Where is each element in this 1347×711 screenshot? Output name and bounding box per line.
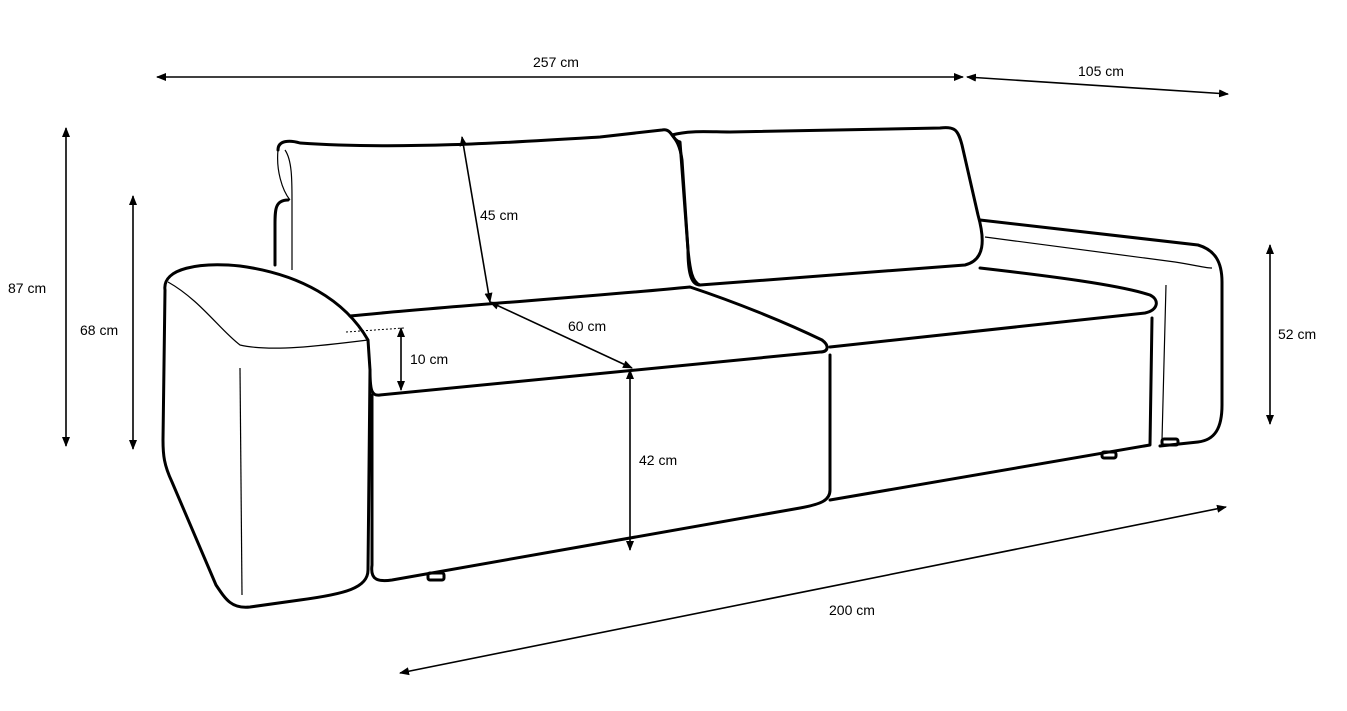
label-total-height: 87 cm xyxy=(8,280,46,296)
label-total-width: 257 cm xyxy=(533,54,579,70)
label-sleeping-width: 200 cm xyxy=(829,602,875,618)
dim-depth xyxy=(966,73,1229,98)
label-seat-height: 42 cm xyxy=(639,452,677,468)
left-armrest-top-edge xyxy=(167,281,369,349)
foot xyxy=(1100,450,1118,460)
dim-backrest-height xyxy=(459,136,493,303)
left-armrest-crease xyxy=(239,367,243,596)
foot xyxy=(426,571,446,582)
seat-cushion-right xyxy=(828,266,1158,502)
label-cushion-thickness: 10 cm xyxy=(410,351,448,367)
dimension-lines xyxy=(62,73,1274,676)
sofa-drawing xyxy=(161,126,1224,609)
back-cushion-right xyxy=(670,126,984,287)
back-cushion-left-inner xyxy=(277,149,293,270)
label-seat-depth: 60 cm xyxy=(568,318,606,334)
label-backrest-height: 45 cm xyxy=(480,207,518,223)
dim-seat-depth xyxy=(489,301,633,369)
label-armrest-height: 68 cm xyxy=(80,322,118,338)
left-armrest xyxy=(161,263,372,609)
seat-cushion-left-top xyxy=(348,285,829,397)
cushion-thickness-guide xyxy=(345,327,405,333)
foot xyxy=(1160,437,1180,447)
right-armrest xyxy=(978,218,1224,448)
dim-sleeping-width xyxy=(399,504,1227,676)
label-depth: 105 cm xyxy=(1078,63,1124,79)
right-armrest-inner xyxy=(984,236,1213,441)
label-side-height: 52 cm xyxy=(1278,326,1316,342)
back-frame-left xyxy=(273,198,290,267)
dimension-labels: 257 cm 105 cm 87 cm 68 cm 45 cm 60 cm 10… xyxy=(8,54,1316,618)
